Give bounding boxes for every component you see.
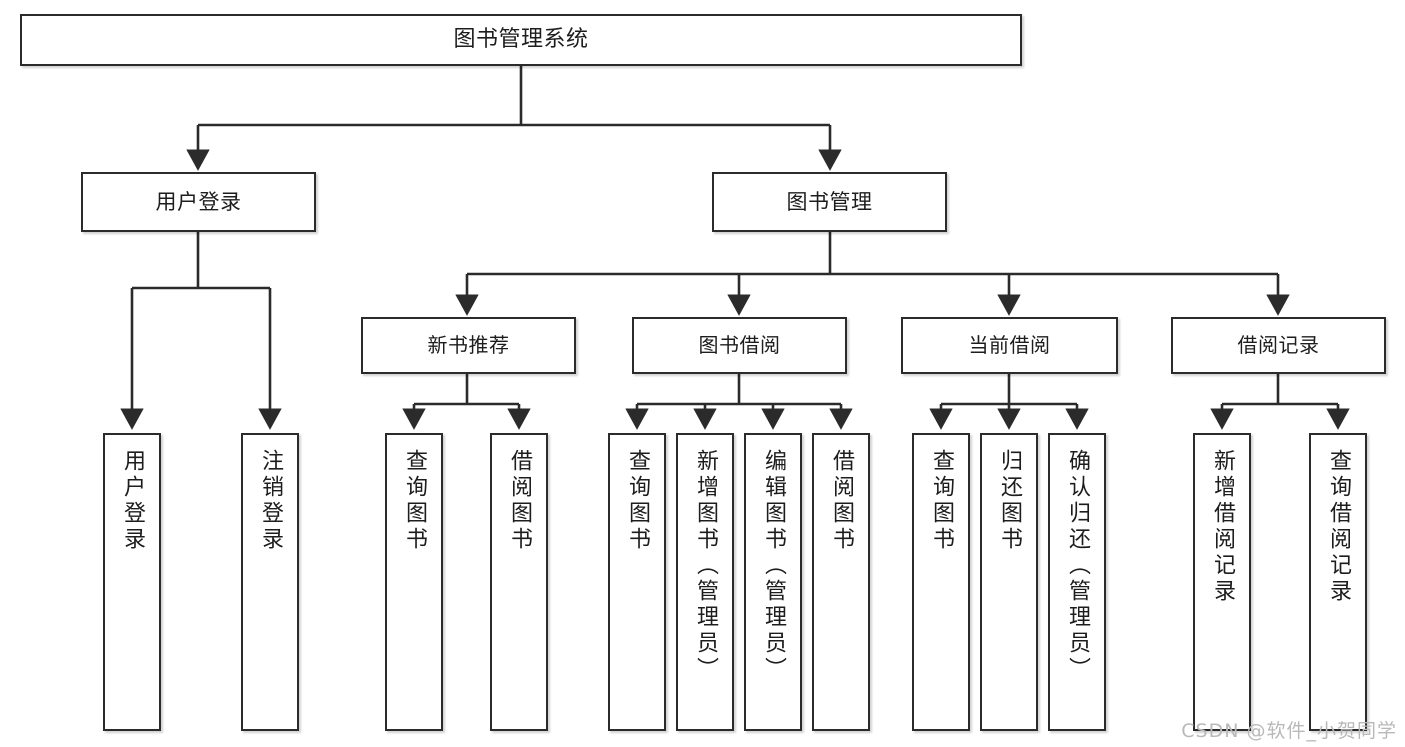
leaf-book-borrow-add[interactable]: 新增图书（管理员） [676,433,734,731]
leaf-new-book-query[interactable]: 查询图书 [385,433,443,731]
node-new-book-recommend[interactable]: 新书推荐 [361,317,576,374]
leaf-borrow-records-add[interactable]: 新增借阅记录 [1193,433,1251,731]
node-label: 借阅记录 [1237,332,1320,357]
leaf-current-borrow-confirm[interactable]: 确认归还（管理员） [1048,433,1106,731]
node-label: 新增图书（管理员） [693,449,718,683]
node-label: 当前借阅 [968,332,1051,357]
node-label: 查询图书 [929,449,954,553]
watermark-text: CSDN @软件_小贺同学 [1181,720,1397,742]
node-label: 图书管理 [786,189,873,214]
leaf-new-book-borrow[interactable]: 借阅图书 [490,433,548,731]
node-label: 注销登录 [258,449,283,553]
leaf-book-borrow-query[interactable]: 查询图书 [608,433,666,731]
node-user-login[interactable]: 用户登录 [81,172,316,232]
node-borrow-records[interactable]: 借阅记录 [1171,317,1386,374]
node-label: 新增借阅记录 [1210,449,1235,605]
node-root-system[interactable]: 图书管理系统 [20,14,1022,66]
node-label: 借阅图书 [829,449,854,553]
leaf-borrow-records-query[interactable]: 查询借阅记录 [1309,433,1367,731]
node-label: 用户登录 [155,189,242,214]
node-label: 编辑图书（管理员） [761,449,786,683]
node-book-borrow[interactable]: 图书借阅 [632,317,847,374]
leaf-current-borrow-query[interactable]: 查询图书 [912,433,970,731]
node-label: 归还图书 [997,449,1022,553]
node-label: 新书推荐 [427,332,510,357]
node-label: 借阅图书 [507,449,532,553]
leaf-book-borrow-borrow[interactable]: 借阅图书 [812,433,870,731]
node-book-management[interactable]: 图书管理 [712,172,947,232]
node-label: 图书管理系统 [453,27,589,53]
leaf-book-borrow-edit[interactable]: 编辑图书（管理员） [744,433,802,731]
leaf-current-borrow-return[interactable]: 归还图书 [980,433,1038,731]
node-label: 查询图书 [625,449,650,553]
node-label: 图书借阅 [698,332,781,357]
leaf-user-login-login[interactable]: 用户登录 [103,433,161,731]
leaf-user-login-logout[interactable]: 注销登录 [241,433,299,731]
node-label: 用户登录 [120,449,145,553]
node-current-borrow[interactable]: 当前借阅 [901,317,1118,374]
node-label: 查询借阅记录 [1326,449,1351,605]
node-label: 查询图书 [402,449,427,553]
node-label: 确认归还（管理员） [1065,449,1090,683]
